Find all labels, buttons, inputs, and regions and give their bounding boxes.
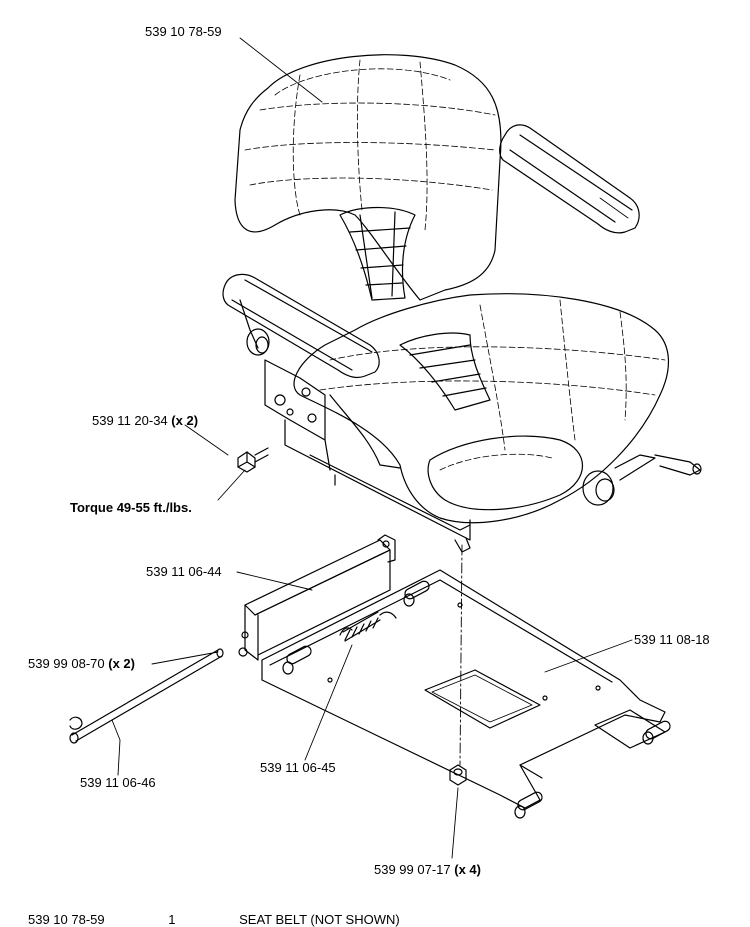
footer-quantity: 1 xyxy=(168,912,176,927)
label-clip: 539 99 08-70 (x 2) xyxy=(28,656,135,672)
leader-lines xyxy=(111,37,633,859)
seat-base xyxy=(246,328,702,553)
label-bolt: 539 11 20-34 (x 2) xyxy=(92,413,198,429)
label-nut-qty: (x 4) xyxy=(454,862,481,877)
label-rod: 539 11 06-46 xyxy=(80,775,156,790)
left-armrest xyxy=(222,273,380,379)
label-slide: 539 11 06-44 xyxy=(146,564,222,579)
label-nut: 539 99 07-17 (x 4) xyxy=(374,862,481,878)
rod xyxy=(69,648,224,744)
label-bolt-qty: (x 2) xyxy=(171,413,199,428)
spring xyxy=(339,611,397,642)
parts-footer-row: 539 10 78-59 1 SEAT BELT (NOT SHOWN) xyxy=(28,912,460,927)
label-bolt-part: 539 11 20-34 xyxy=(92,413,168,428)
seat-back xyxy=(234,54,502,301)
nut xyxy=(449,764,467,786)
bolt xyxy=(237,447,269,473)
label-plate: 539 11 08-18 xyxy=(634,632,710,647)
label-clip-part: 539 99 08-70 xyxy=(28,656,105,671)
base-plate xyxy=(261,569,671,819)
label-clip-qty: (x 2) xyxy=(108,656,135,671)
label-torque: Torque 49-55 ft./lbs. xyxy=(70,500,192,515)
right-armrest xyxy=(499,124,640,234)
label-seat: 539 10 78-59 xyxy=(145,24,222,39)
footer-description: SEAT BELT (NOT SHOWN) xyxy=(239,912,400,927)
clip xyxy=(69,716,83,730)
label-spring: 539 11 06-45 xyxy=(260,760,336,775)
footer-part-number: 539 10 78-59 xyxy=(28,912,105,927)
slide-rail xyxy=(238,534,396,661)
center-line xyxy=(459,544,463,766)
label-nut-part: 539 99 07-17 xyxy=(374,862,451,877)
seat-cushion xyxy=(293,293,670,524)
